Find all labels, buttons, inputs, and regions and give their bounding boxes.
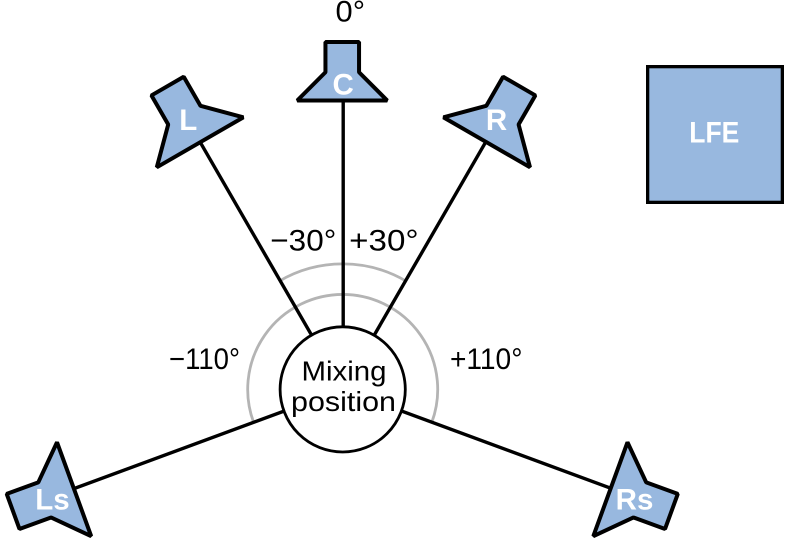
svg-text:C: C (332, 69, 353, 102)
svg-text:+30°: +30° (349, 225, 419, 258)
svg-text:L: L (179, 104, 197, 137)
svg-text:Rs: Rs (616, 484, 654, 517)
svg-text:Ls: Ls (35, 484, 69, 517)
svg-text:position: position (291, 386, 396, 417)
svg-text:LFE: LFE (689, 117, 739, 150)
svg-text:R: R (486, 104, 507, 137)
svg-text:0°: 0° (336, 0, 366, 29)
svg-text:−110°: −110° (169, 343, 240, 376)
svg-text:+110°: +110° (450, 343, 523, 376)
svg-text:−30°: −30° (270, 225, 336, 258)
svg-text:Mixing: Mixing (302, 356, 387, 387)
